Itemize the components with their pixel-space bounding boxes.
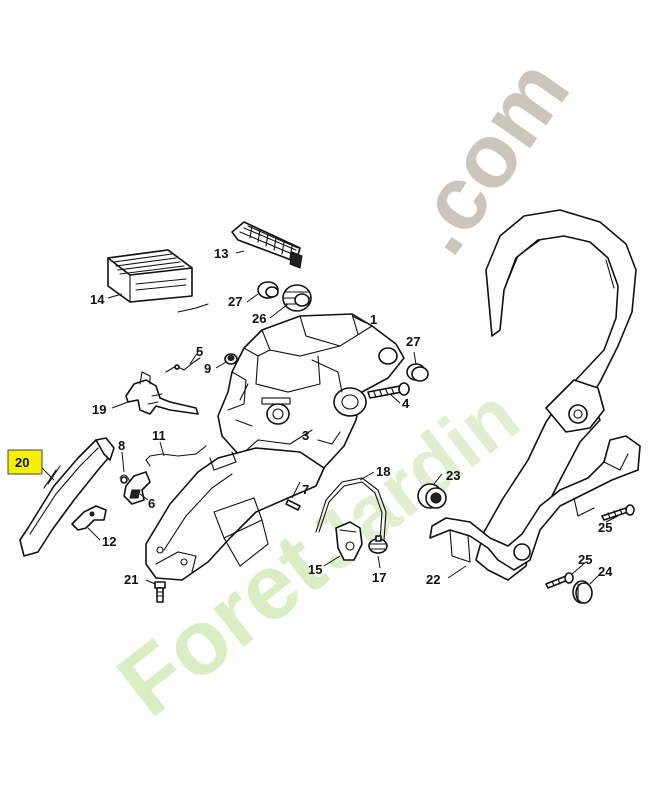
callout-23: 23 bbox=[446, 468, 460, 483]
callout-4: 4 bbox=[402, 396, 410, 411]
part-21-screw bbox=[154, 581, 166, 603]
callout-14: 14 bbox=[90, 292, 105, 307]
part-14-air-filter bbox=[107, 249, 209, 313]
callout-8: 8 bbox=[118, 438, 125, 453]
callout-25-lower: 25 bbox=[578, 552, 592, 567]
part-7-pin bbox=[285, 499, 301, 511]
part-4-bolt bbox=[367, 382, 410, 399]
highlight-box bbox=[7, 449, 43, 475]
callout-20: 20 bbox=[15, 455, 29, 470]
callout-19: 19 bbox=[92, 402, 106, 417]
callout-25-upper: 25 bbox=[598, 520, 612, 535]
part-19-linkage bbox=[125, 371, 199, 415]
callout-7: 7 bbox=[302, 482, 309, 497]
part-27-plug bbox=[406, 363, 429, 382]
callout-11: 11 bbox=[152, 428, 166, 443]
callout-15: 15 bbox=[308, 562, 322, 577]
callout-27-right: 27 bbox=[406, 334, 420, 349]
part-5-wire bbox=[165, 357, 201, 373]
callout-21: 21 bbox=[124, 572, 138, 587]
part-23-buffer bbox=[417, 483, 447, 509]
part-22-front-handle bbox=[429, 209, 641, 581]
callout-1: 1 bbox=[370, 312, 377, 327]
callout-3: 3 bbox=[302, 428, 309, 443]
part-25-screw-lower bbox=[545, 572, 574, 589]
part-9-grommet bbox=[224, 353, 238, 365]
part-15-bracket bbox=[335, 521, 363, 561]
part-11-throttle-rod bbox=[145, 445, 207, 467]
part-12-lever bbox=[71, 505, 107, 531]
part-6-throttle-trigger bbox=[123, 471, 151, 505]
callout-17: 17 bbox=[372, 570, 386, 585]
callout-12: 12 bbox=[102, 534, 116, 549]
callout-9: 9 bbox=[204, 361, 211, 376]
part-18-fuel-hose bbox=[315, 477, 387, 541]
part-24-knob bbox=[572, 580, 593, 604]
callout-13: 13 bbox=[214, 246, 228, 261]
part-13-filter-grid bbox=[231, 221, 303, 269]
callout-20-highlight[interactable]: 20 bbox=[7, 449, 43, 475]
callout-24: 24 bbox=[598, 564, 613, 579]
callout-labels: 13 14 27 26 1 27 5 9 4 19 3 11 8 18 23 7… bbox=[90, 246, 613, 587]
callout-22: 22 bbox=[426, 572, 440, 587]
callout-6: 6 bbox=[148, 496, 155, 511]
part-17-pickup bbox=[368, 535, 388, 554]
part-1-tank-housing bbox=[217, 313, 405, 479]
callout-18: 18 bbox=[376, 464, 390, 479]
callout-26: 26 bbox=[252, 311, 266, 326]
part-housing-base bbox=[145, 447, 325, 581]
part-20-handle-molding bbox=[19, 437, 115, 557]
callout-5: 5 bbox=[196, 344, 203, 359]
part-26-annular-buffer bbox=[282, 284, 312, 312]
part-27-bushing-top bbox=[257, 281, 279, 299]
part-25-screw-upper bbox=[601, 504, 635, 521]
leader-lines bbox=[39, 250, 619, 585]
callout-27-top: 27 bbox=[228, 294, 242, 309]
